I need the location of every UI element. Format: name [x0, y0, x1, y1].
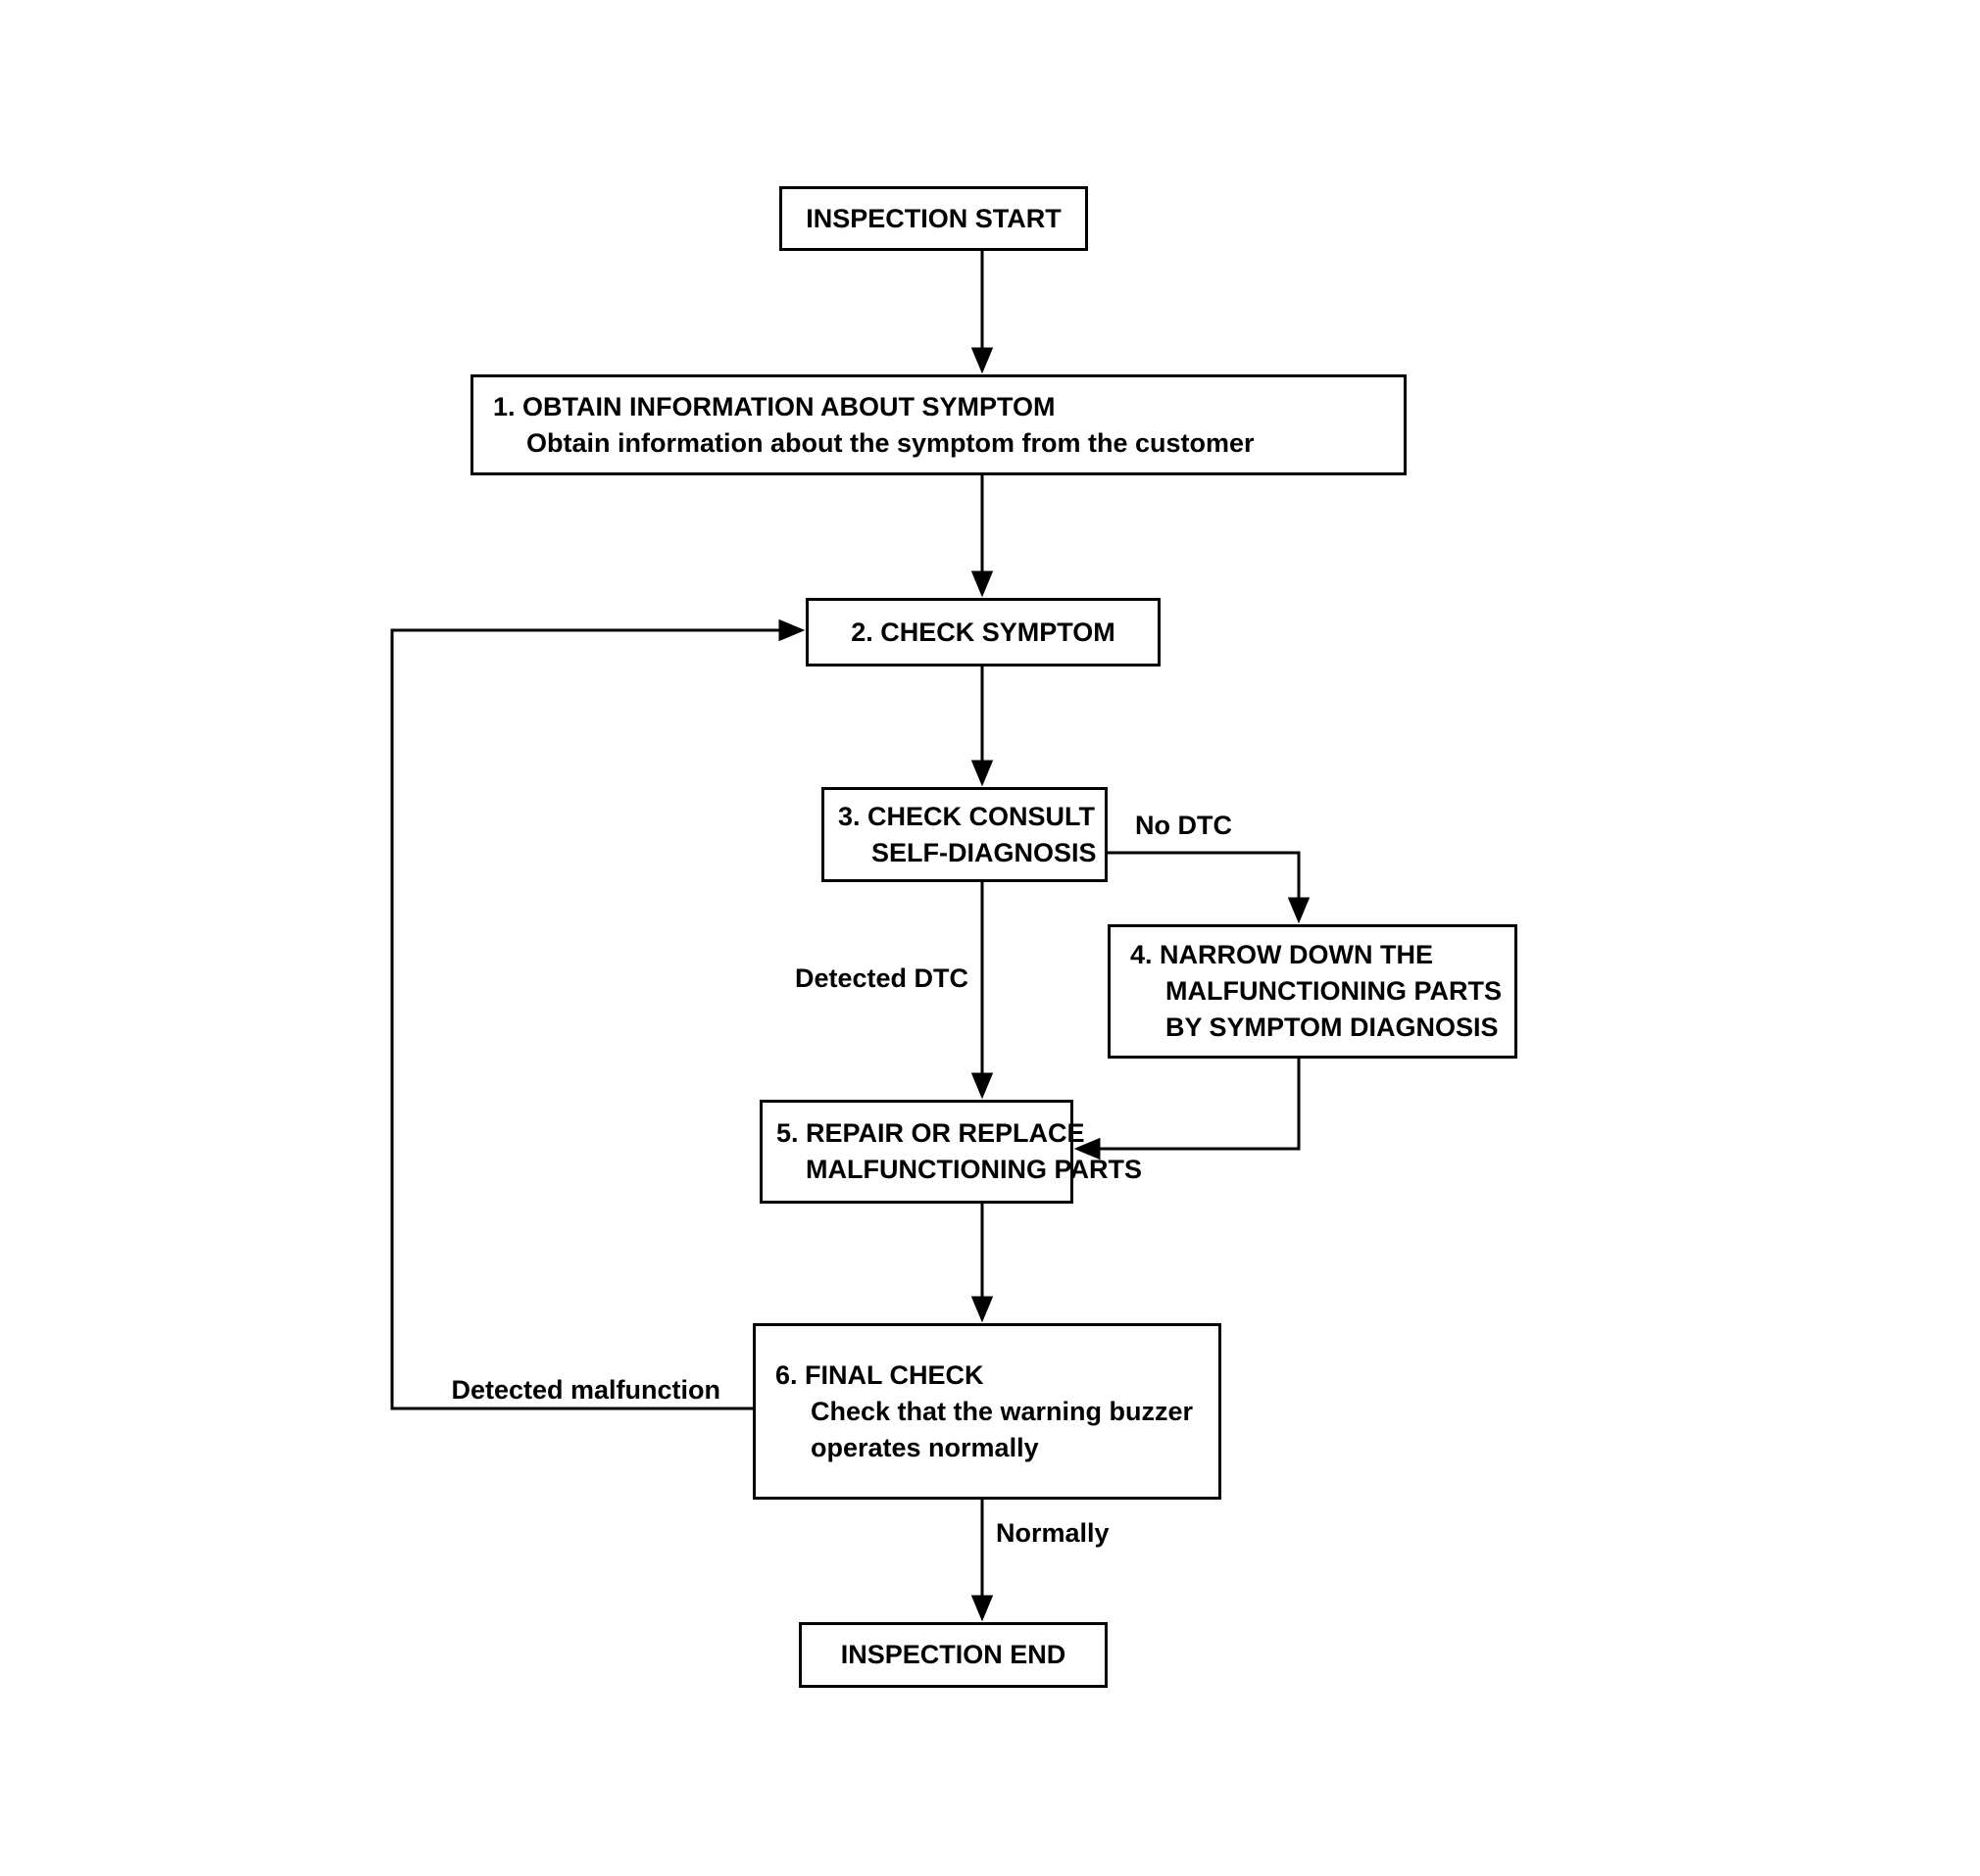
node-step6-description-line1: Check that the warning buzzer — [811, 1396, 1194, 1426]
node-step5-line1: 5. REPAIR OR REPLACE — [776, 1118, 1085, 1148]
edge-label-detected-malfunction: Detected malfunction — [451, 1375, 720, 1405]
edge-step6-to-step2-detected-malfunction — [390, 618, 806, 1410]
node-step3-line1: 3. CHECK CONSULT — [838, 801, 1096, 831]
node-step3-check-consult-self-diagnosis: 3. CHECK CONSULT SELF-DIAGNOSIS — [821, 787, 1108, 882]
node-step2-check-symptom: 2. CHECK SYMPTOM — [806, 598, 1161, 666]
node-step4-line3: BY SYMPTOM DIAGNOSIS — [1165, 1012, 1499, 1042]
edge-step3-to-step4-no-dtc — [1108, 851, 1311, 924]
node-step1-description: Obtain information about the symptom fro… — [526, 427, 1255, 458]
node-step4-line1: 4. NARROW DOWN THE — [1130, 940, 1433, 969]
node-step6-description-line2: operates normally — [811, 1432, 1039, 1462]
node-step2-label: 2. CHECK SYMPTOM — [851, 617, 1115, 647]
node-inspection-start: INSPECTION START — [779, 186, 1088, 251]
node-step6-final-check: 6. FINAL CHECK Check that the warning bu… — [753, 1323, 1221, 1500]
node-step5-repair-or-replace: 5. REPAIR OR REPLACE MALFUNCTIONING PART… — [760, 1100, 1142, 1204]
node-step3-line2: SELF-DIAGNOSIS — [871, 837, 1097, 867]
node-step1-obtain-information: 1. OBTAIN INFORMATION ABOUT SYMPTOM Obta… — [470, 374, 1407, 475]
node-step1-title: 1. OBTAIN INFORMATION ABOUT SYMPTOM — [493, 391, 1056, 421]
node-inspection-start-label: INSPECTION START — [806, 203, 1062, 233]
edge-step4-to-step5 — [1073, 1059, 1301, 1160]
edge-label-detected-dtc: Detected DTC — [794, 963, 968, 993]
node-step4-line2: MALFUNCTIONING PARTS — [1165, 976, 1502, 1006]
node-step6-title: 6. FINAL CHECK — [775, 1359, 984, 1390]
node-inspection-end: INSPECTION END — [799, 1622, 1108, 1688]
node-step4-narrow-down-malfunctioning-parts: 4. NARROW DOWN THE MALFUNCTIONING PARTS … — [1108, 924, 1517, 1059]
edge-label-no-dtc: No DTC — [1135, 811, 1232, 840]
edge-label-normally: Normally — [996, 1518, 1110, 1548]
node-step5-line2: MALFUNCTIONING PARTS — [806, 1155, 1142, 1184]
node-inspection-end-label: INSPECTION END — [840, 1640, 1066, 1669]
